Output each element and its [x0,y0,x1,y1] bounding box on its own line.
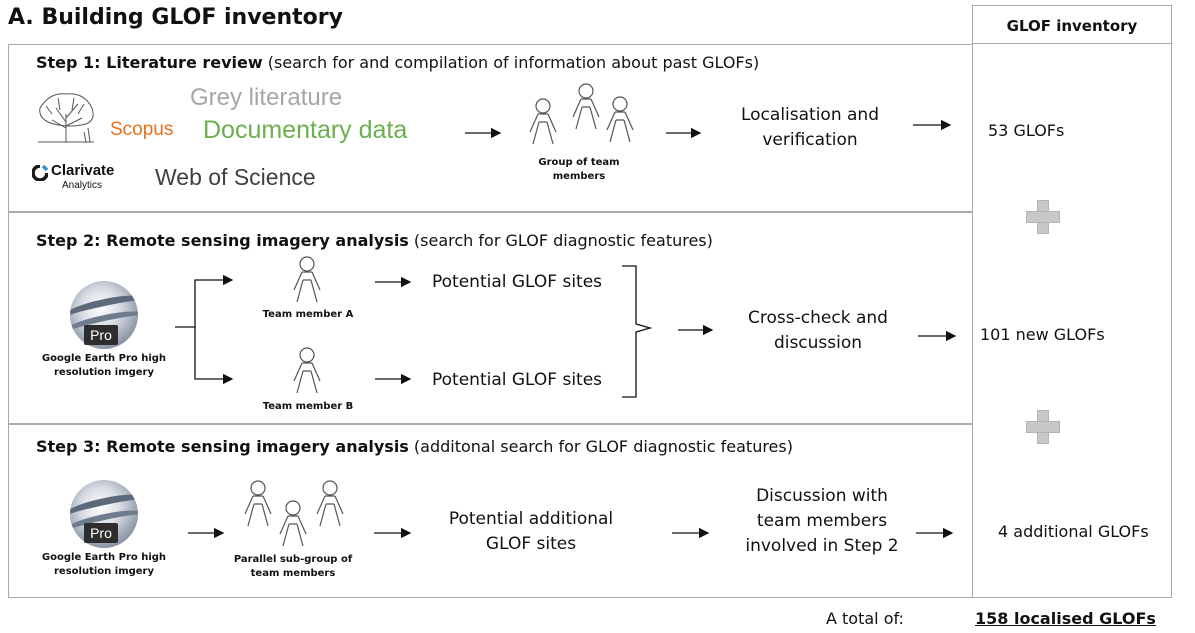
pro-badge: Pro [84,523,118,543]
localisation-label: Localisation and verification [740,105,879,150]
branch-connector-b [194,327,234,385]
curly-bracket [622,265,653,398]
source-scopus: Scopus [110,119,174,140]
step3-box [8,424,973,598]
potential-sites-a: Potential GLOF sites [432,272,603,292]
crosscheck-label: Cross-check and discussion [748,308,888,353]
inventory-step3-result: 4 additional GLOFs [998,522,1149,541]
step3-title: Step 3: Remote sensing imagery analysis … [36,437,793,456]
source-documentary-data: Documentary data [203,116,408,144]
person-icon [244,480,272,527]
total-label: A total of: [826,609,904,628]
person-icon [293,347,321,394]
member-b-label: Team member B [262,401,354,412]
pro-badge: Pro [84,325,118,345]
potential-sites-b: Potential GLOF sites [432,370,603,390]
group-label: Group of team members [538,157,620,182]
step2-box [8,212,973,424]
clarivate-logo-icon [32,165,48,181]
diagram-title: A. Building GLOF inventory [8,5,343,30]
member-a-label: Team member A [262,309,354,320]
elsevier-tree-icon [30,88,102,144]
inventory-header-box [972,5,1172,44]
person-icon [606,96,634,143]
inventory-step2-result: 101 new GLOFs [980,325,1105,344]
inventory-header: GLOF inventory [1006,17,1138,35]
subgroup-label: Parallel sub-group of team members [233,554,353,579]
source-grey-literature: Grey literature [190,84,343,111]
source-clarivate: Clarivate [51,162,115,179]
total-value: 158 localised GLOFs [975,609,1156,628]
source-web-of-science: Web of Science [155,164,316,190]
ge-label-step3: Google Earth Pro high resolution imgery [41,552,167,577]
discussion-label: Discussion with team members involved in… [745,486,899,556]
ge-label-step2: Google Earth Pro high resolution imgery [41,353,167,378]
person-icon [316,480,344,527]
inventory-step1-result: 53 GLOFs [988,121,1065,140]
step2-title: Step 2: Remote sensing imagery analysis … [36,231,713,250]
person-icon [572,83,600,130]
person-icon [293,256,321,303]
plus-icon [1026,410,1060,444]
person-icon [529,98,557,145]
person-icon [279,500,307,547]
step1-title: Step 1: Literature review (search for an… [36,53,760,72]
step1-box [8,44,973,212]
plus-icon [1026,200,1060,234]
potential-additional-label: Potential additional GLOF sites [448,509,614,554]
source-analytics: Analytics [62,180,103,191]
branch-connector [175,274,234,328]
